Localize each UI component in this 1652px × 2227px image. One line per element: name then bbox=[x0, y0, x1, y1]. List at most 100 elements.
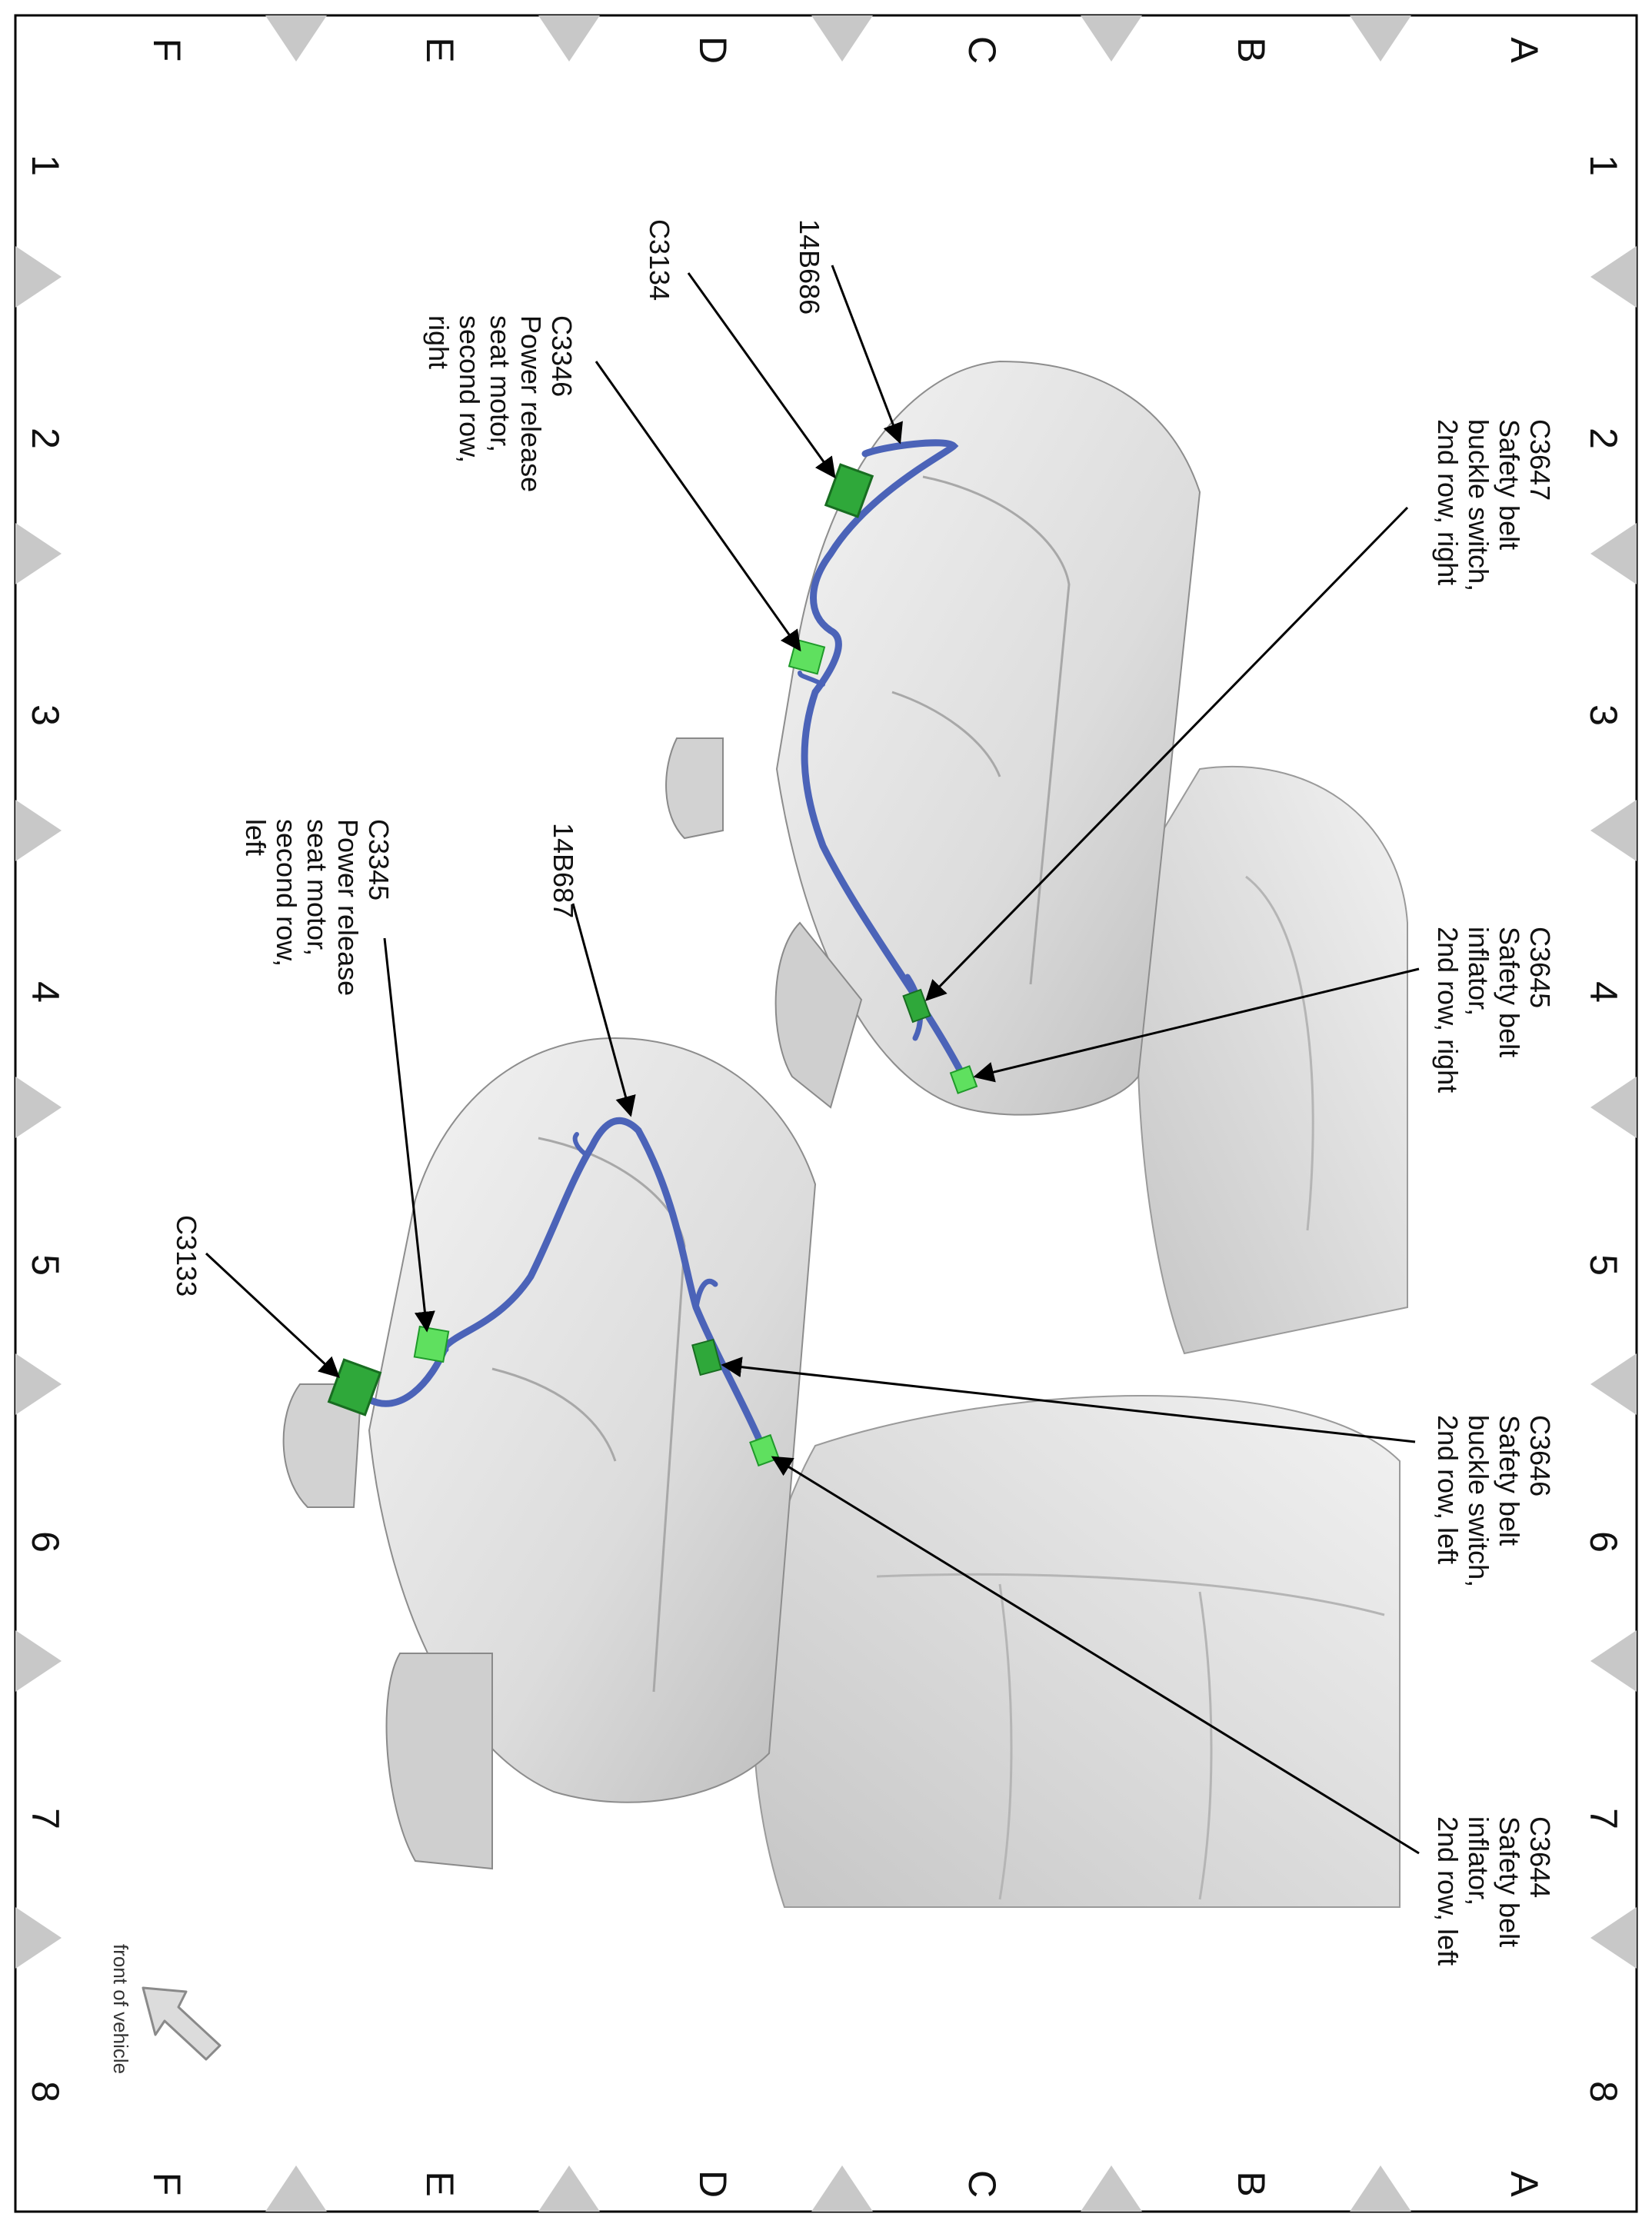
leader-C3644 bbox=[771, 1456, 1420, 1855]
callout-C3644: C3644 Safety belt inflator, 2nd row, lef… bbox=[1432, 1816, 1556, 1966]
harness-wire bbox=[801, 439, 965, 1077]
callout-C3647: C3647 Safety belt buckle switch, 2nd row… bbox=[1432, 419, 1556, 591]
grid-number: 4 bbox=[1582, 981, 1625, 1003]
left-triangle bbox=[15, 800, 62, 861]
callout-line: C3647 bbox=[1524, 419, 1556, 501]
callout-line: 14B686 bbox=[794, 219, 825, 315]
callout-C3646: C3646 Safety belt buckle switch, 2nd row… bbox=[1432, 1415, 1556, 1587]
bottom-triangle bbox=[811, 2165, 873, 2212]
connector-C3133 bbox=[327, 1358, 382, 1416]
grid-number: 3 bbox=[1582, 704, 1625, 726]
callout-line: buckle switch, bbox=[1463, 1415, 1494, 1587]
seat-mechanism bbox=[665, 737, 724, 840]
callout-line: Power release bbox=[332, 819, 364, 996]
grid-number: 4 bbox=[24, 981, 67, 1003]
bottom-triangle bbox=[1081, 2165, 1142, 2212]
connector-C3134 bbox=[824, 463, 874, 518]
leader-C3345 bbox=[383, 937, 435, 1333]
grid-letter: D bbox=[691, 36, 734, 64]
grid-letter: B bbox=[1230, 37, 1273, 62]
top-triangle bbox=[1081, 15, 1142, 62]
seat-back-seam bbox=[491, 1367, 617, 1462]
top-triangle bbox=[538, 15, 600, 62]
connector-C3345 bbox=[413, 1325, 450, 1363]
grid-letter: C bbox=[961, 2170, 1004, 2198]
harness-branch bbox=[572, 1132, 587, 1156]
grid-letter: D bbox=[691, 2170, 734, 2198]
right-triangle bbox=[1590, 800, 1637, 861]
right-triangle bbox=[1590, 1907, 1637, 1969]
grid-letter: E bbox=[418, 2171, 461, 2196]
left-triangle bbox=[15, 246, 62, 308]
grid-number: 1 bbox=[1582, 155, 1625, 176]
leader-C3646 bbox=[721, 1357, 1416, 1443]
grid-number: 8 bbox=[24, 2081, 67, 2102]
grid-number: 1 bbox=[24, 155, 67, 176]
callout-line: C3133 bbox=[171, 1215, 202, 1297]
bottom-triangle bbox=[1350, 2165, 1411, 2212]
grid-letters-bottom: A B C D E F bbox=[145, 2170, 1546, 2198]
seat-mechanism bbox=[774, 921, 863, 1109]
grid-letter: B bbox=[1230, 2171, 1273, 2196]
connector-C3646 bbox=[691, 1338, 722, 1376]
seat-cushion-seam bbox=[1245, 875, 1314, 1231]
callout-line: C3134 bbox=[644, 219, 675, 301]
callout-line: C3646 bbox=[1524, 1415, 1556, 1496]
callout-14B686: 14B686 bbox=[794, 219, 825, 315]
callout-line: 2nd row, right bbox=[1432, 419, 1464, 585]
seat-cushion-seam bbox=[1198, 1591, 1213, 1900]
grid-numbers-right: 1 2 3 4 5 6 7 8 bbox=[1582, 155, 1625, 2102]
callout-line: C3346 bbox=[546, 315, 578, 397]
seat-cushion bbox=[752, 1395, 1401, 1908]
callout-line: C3645 bbox=[1524, 927, 1556, 1008]
callout-line: 2nd row, right bbox=[1432, 927, 1464, 1093]
callout-line: 2nd row, left bbox=[1432, 1415, 1464, 1564]
callout-line: seat motor, bbox=[301, 819, 333, 956]
callout-line: second row, bbox=[454, 315, 485, 463]
callout-line: inflator, bbox=[1463, 1816, 1494, 1906]
seat-cushion-seam bbox=[998, 1583, 1013, 1900]
bottom-triangle bbox=[538, 2165, 600, 2212]
grid-letter: C bbox=[961, 36, 1004, 64]
seat-back-seam bbox=[891, 691, 1001, 777]
grid-letter: F bbox=[145, 38, 188, 62]
harness-wire bbox=[693, 1278, 718, 1310]
grid-number: 5 bbox=[24, 1254, 67, 1276]
leader-14B686 bbox=[831, 265, 903, 444]
connectors bbox=[327, 463, 978, 1467]
front-of-vehicle-label: front of vehicle bbox=[109, 1944, 132, 2074]
grid-number: 6 bbox=[24, 1531, 67, 1553]
callout-C3134: C3134 bbox=[644, 219, 675, 301]
callout-C3133: C3133 bbox=[171, 1215, 202, 1297]
seat-mechanism bbox=[385, 1653, 493, 1870]
callout-line: left bbox=[240, 819, 271, 856]
border-triangles bbox=[15, 15, 1637, 2212]
right-triangle bbox=[1590, 246, 1637, 308]
right-triangle bbox=[1590, 1353, 1637, 1415]
front-of-vehicle-indicator: front of vehicle bbox=[109, 1944, 221, 2074]
grid-letter: E bbox=[418, 37, 461, 62]
callout-line: Safety belt bbox=[1494, 1415, 1525, 1546]
callout-line: Safety belt bbox=[1494, 419, 1525, 550]
front-arrow-icon bbox=[142, 1986, 221, 2061]
leader-C3134 bbox=[687, 272, 836, 479]
grid-number: 6 bbox=[1582, 1531, 1625, 1553]
grid-letters-top: A B C D E F bbox=[145, 36, 1546, 64]
grid-number: 2 bbox=[24, 428, 67, 449]
top-triangle bbox=[1350, 15, 1411, 62]
connector-C3647 bbox=[902, 988, 931, 1024]
callout-line: C3644 bbox=[1524, 1816, 1556, 1898]
leader-C3645 bbox=[973, 967, 1420, 1083]
right-triangle bbox=[1590, 523, 1637, 584]
grid-number: 8 bbox=[1582, 2081, 1625, 2102]
callout-C3645: C3645 Safety belt inflator, 2nd row, rig… bbox=[1432, 927, 1556, 1093]
callout-line: Safety belt bbox=[1494, 1816, 1525, 1947]
seat-cushion-seam bbox=[876, 1573, 1385, 1616]
callout-C3346: C3346 Power release seat motor, second r… bbox=[423, 315, 578, 492]
callout-line: Power release bbox=[515, 315, 547, 492]
leader-lines bbox=[205, 265, 1420, 1855]
callout-14B687: 14B687 bbox=[548, 823, 579, 918]
left-triangle bbox=[15, 1907, 62, 1969]
callout-line: seat motor, bbox=[485, 315, 516, 452]
